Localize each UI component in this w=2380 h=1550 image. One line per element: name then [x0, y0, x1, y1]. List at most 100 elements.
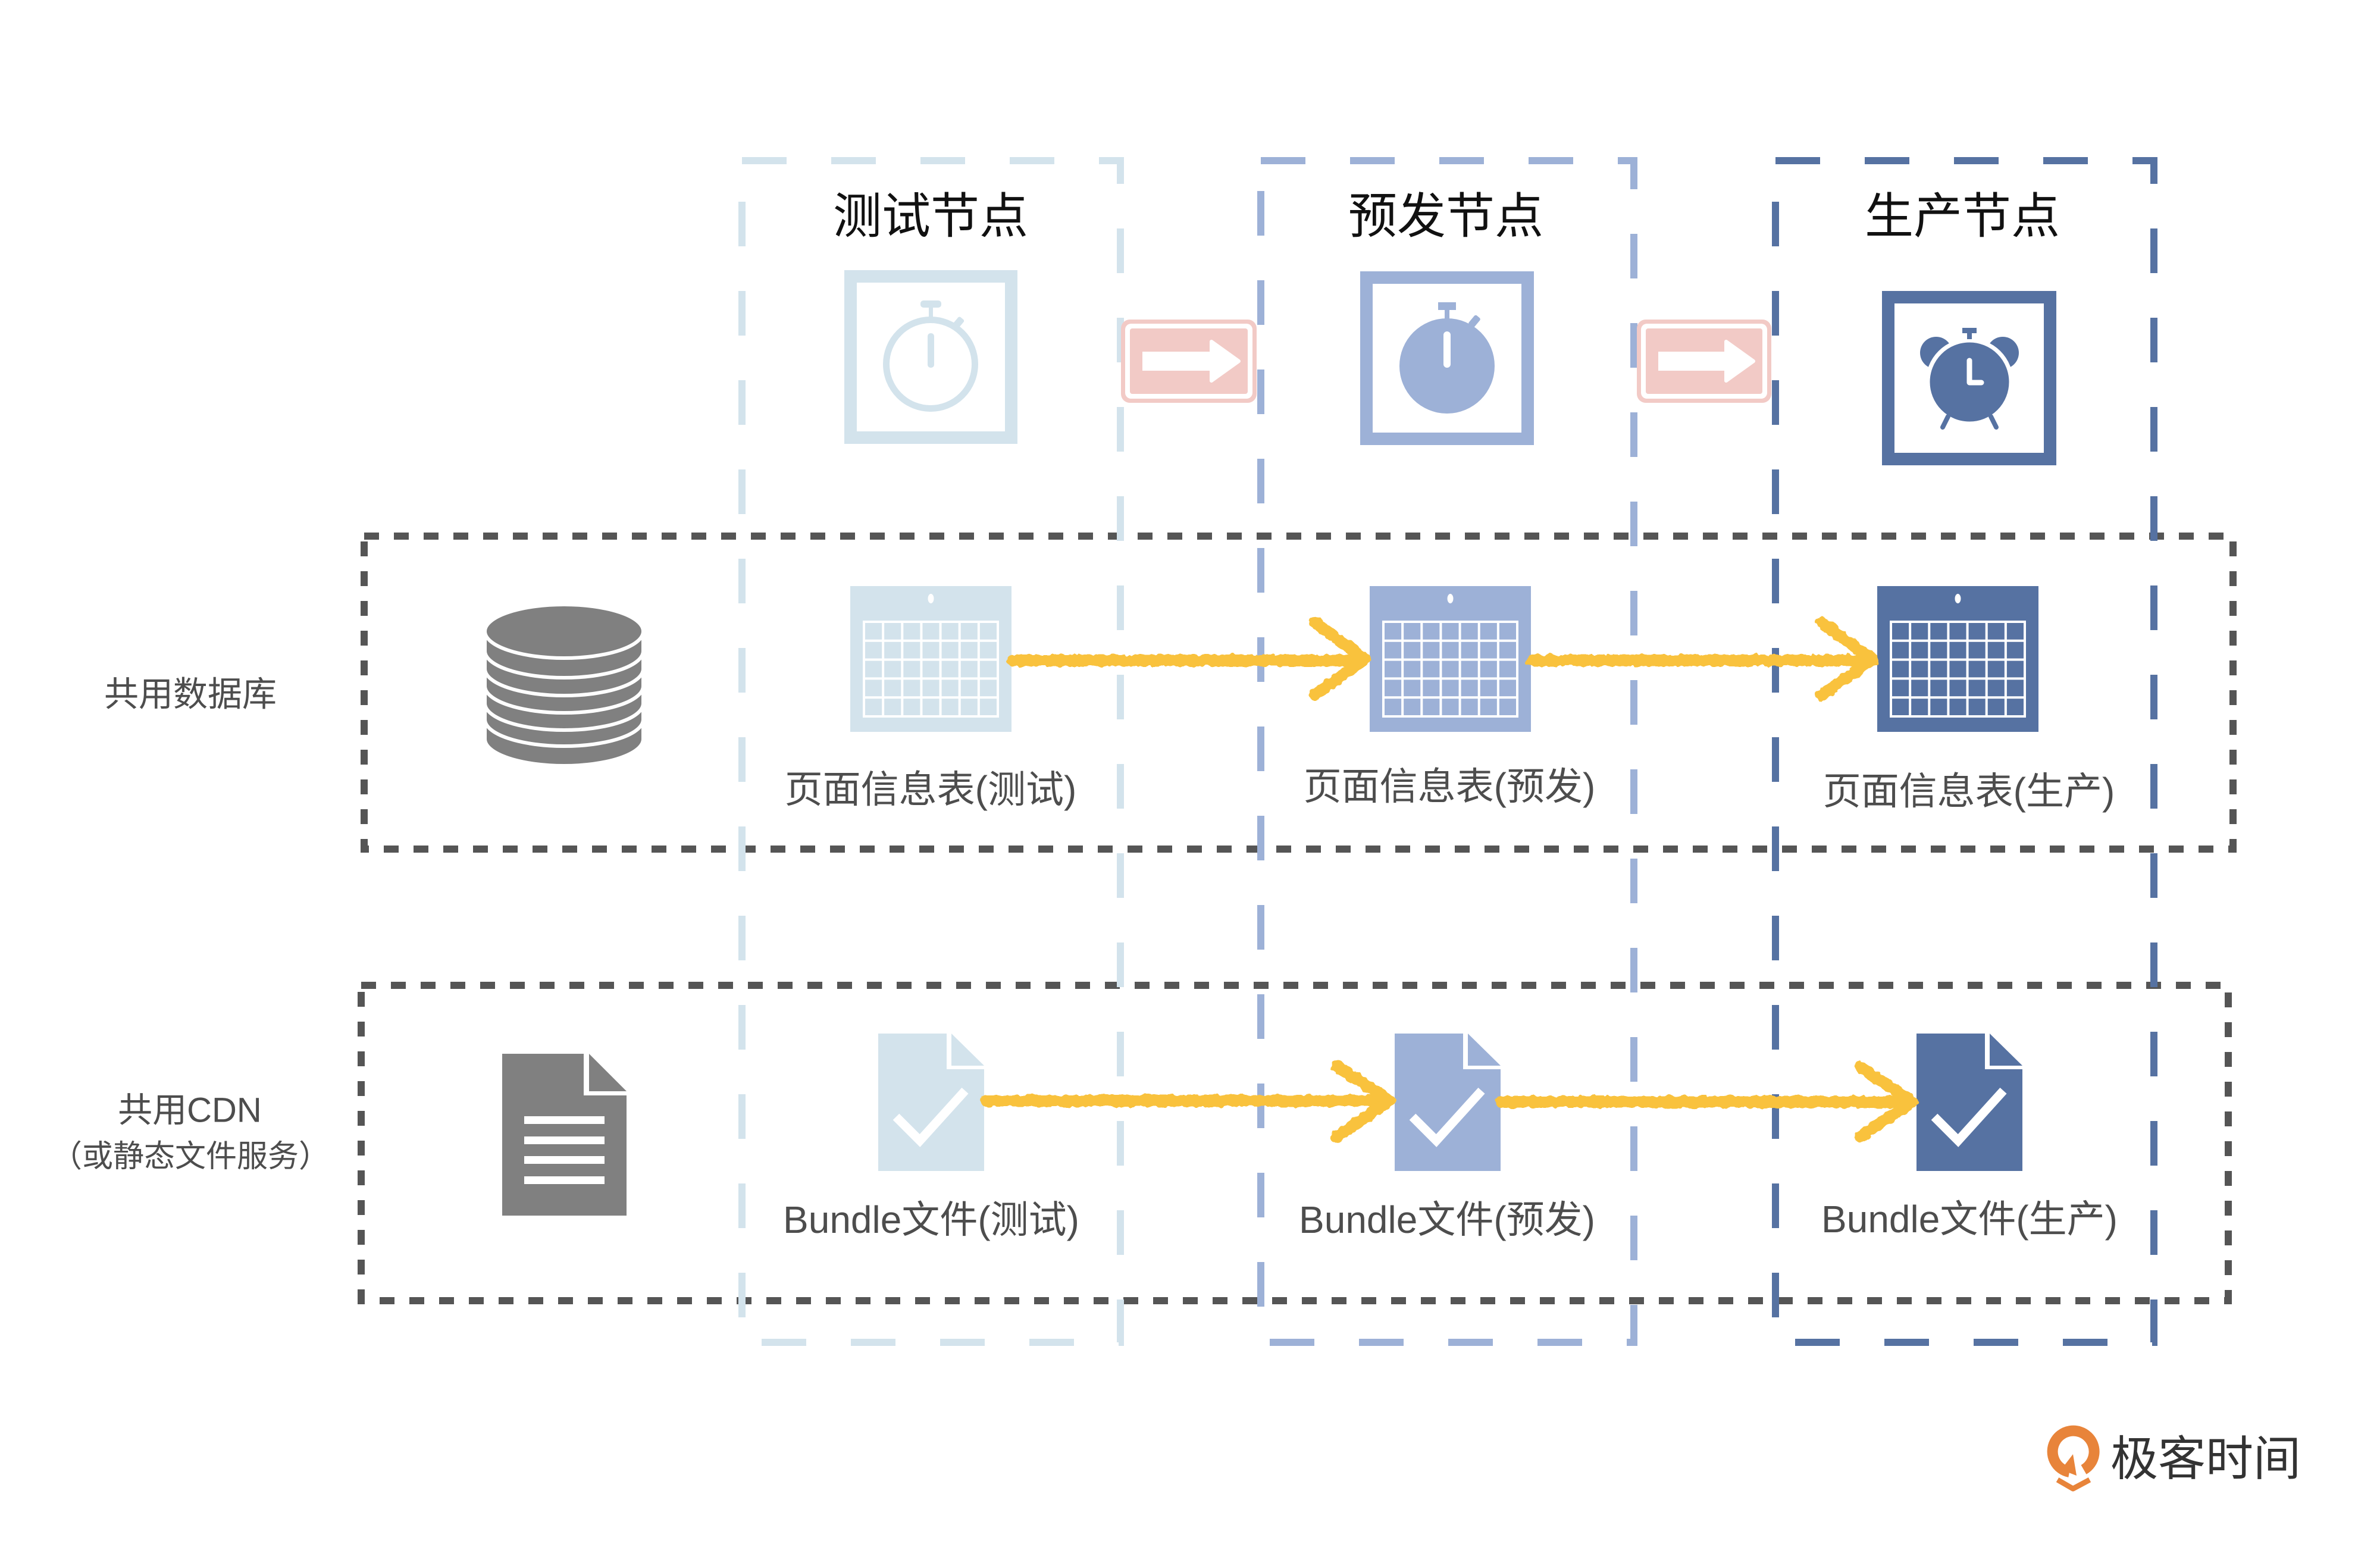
calendar-cell: [865, 699, 882, 715]
calendar-cell: [1930, 641, 1947, 659]
calendar-cell: [1442, 623, 1459, 640]
document-icon: [502, 1054, 627, 1216]
calendar-cell: [903, 623, 920, 640]
calendar-cell: [1987, 699, 2005, 715]
calendar-cell: [1949, 660, 1966, 678]
calendar-cell: [1385, 699, 1402, 715]
calendar-cell: [1499, 660, 1516, 678]
calendar-cell: [1892, 660, 1909, 678]
staging-node-title: 预发节点: [1348, 189, 1543, 245]
calendar-cell: [1404, 680, 1421, 697]
staging-node-column: [1257, 157, 1637, 1346]
file-check-icon: [1916, 1034, 2022, 1171]
geektime-logo: 极客时间: [2047, 1425, 2301, 1492]
calendar-cell: [884, 641, 901, 659]
calendar-cell: [1442, 699, 1459, 715]
calendar-table-icon: [1370, 586, 1531, 732]
calendar-cell: [903, 699, 920, 715]
calendar-cell: [922, 680, 940, 697]
calendar-cell: [1442, 660, 1459, 678]
calendar-cell: [1499, 699, 1516, 715]
calendar-cell: [1949, 680, 1966, 697]
calendar-cell: [1930, 660, 1947, 678]
calendar-cell: [979, 623, 997, 640]
calendar-cell: [884, 699, 901, 715]
test-node-column: [738, 157, 1124, 1346]
crayon-arrow-head-icon: [1331, 1060, 1395, 1142]
calendar-cell: [884, 660, 901, 678]
calendar-cell: [960, 623, 978, 640]
icon-frame: [1882, 291, 2056, 465]
staging-table-label: 页面信息表(预发): [1304, 765, 1596, 808]
shared-cdn-sublabel: （或静态文件服务）: [51, 1139, 330, 1174]
promotion-arrow-test-to-staging: [1121, 320, 1257, 403]
calendar-cell: [865, 660, 882, 678]
staging-bundle-icon: [1395, 1034, 1501, 1171]
arrow-right-sign-icon: [1637, 320, 1771, 403]
calendar-cell: [865, 641, 882, 659]
calendar-cell: [1423, 623, 1440, 640]
calendar-cell: [1911, 623, 1928, 640]
calendar-cell: [2006, 660, 2024, 678]
calendar-cell: [1480, 660, 1497, 678]
crayon-arrow-head-icon: [1309, 616, 1371, 701]
calendar-cell: [1480, 623, 1497, 640]
calendar-cell: [941, 680, 959, 697]
calendar-cell: [1987, 641, 2005, 659]
calendar-cell: [903, 660, 920, 678]
test-bundle-icon: [878, 1034, 984, 1171]
geektime-logo-text: 极客时间: [2110, 1432, 2301, 1487]
file-check-icon: [878, 1034, 984, 1171]
calendar-cell: [1385, 660, 1402, 678]
table-flow-staging-to-production: [1526, 616, 1878, 701]
calendar-cell: [1911, 699, 1928, 715]
production-node-icon: [1882, 291, 2056, 465]
calendar-cell: [1987, 623, 2005, 640]
calendar-cell: [1461, 641, 1478, 659]
test-table-label: 页面信息表(测试): [785, 768, 1077, 811]
production-bundle-label: Bundle文件(生产): [1821, 1198, 2118, 1241]
shared-cdn-zone: [358, 982, 2232, 1304]
calendar-cell: [979, 699, 997, 715]
calendar-cell: [884, 623, 901, 640]
calendar-cell: [1911, 641, 1928, 659]
calendar-cell: [2006, 699, 2024, 715]
test-node-title: 测试节点: [833, 189, 1028, 245]
calendar-cell: [1968, 660, 1986, 678]
calendar-cell: [979, 680, 997, 697]
calendar-cell: [1499, 680, 1516, 697]
data-flow-arrows: [981, 616, 1918, 1142]
calendar-cell: [1461, 699, 1478, 715]
calendar-cell: [1385, 680, 1402, 697]
calendar-cell: [1968, 680, 1986, 697]
calendar-cell: [1949, 641, 1966, 659]
calendar-cell: [1968, 623, 1986, 640]
calendar-cell: [1968, 699, 1986, 715]
staging-table-icon: [1370, 586, 1531, 732]
crayon-arrow-head-icon: [1816, 616, 1878, 701]
bundle-flow-staging-to-production: [1495, 1061, 1918, 1142]
database-icon: [483, 603, 645, 768]
calendar-cell: [1404, 623, 1421, 640]
calendar-cell: [1404, 641, 1421, 659]
calendar-cell: [865, 623, 882, 640]
calendar-cell: [884, 680, 901, 697]
calendar-cell: [1404, 699, 1421, 715]
calendar-cell: [1423, 680, 1440, 697]
calendar-cell: [2006, 680, 2024, 697]
promotion-arrow-staging-to-production: [1637, 320, 1771, 403]
calendar-cell: [1911, 660, 1928, 678]
calendar-cell: [922, 641, 940, 659]
calendar-cell: [1949, 623, 1966, 640]
calendar-cell: [903, 680, 920, 697]
calendar-cell: [1461, 623, 1478, 640]
calendar-cell: [1892, 641, 1909, 659]
production-table-icon: [1877, 586, 2038, 732]
icon-frame: [844, 270, 1017, 444]
calendar-cell: [1930, 680, 1947, 697]
calendar-cell: [1968, 641, 1986, 659]
calendar-cell: [922, 660, 940, 678]
calendar-cell: [1499, 641, 1516, 659]
calendar-cell: [1461, 680, 1478, 697]
calendar-cell: [1911, 680, 1928, 697]
